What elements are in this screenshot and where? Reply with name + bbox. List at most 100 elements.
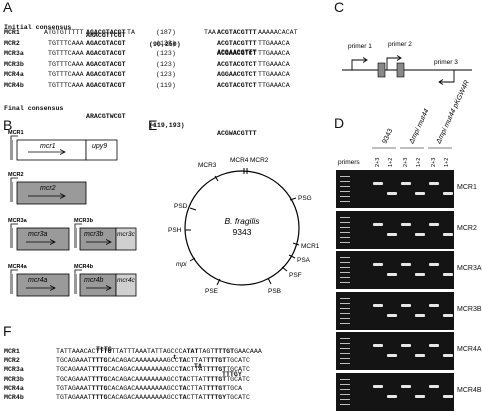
gel-band <box>415 232 425 236</box>
seq-mid: CACAGACAAAAAAAAGCC <box>107 366 179 374</box>
locus-tick-mpi <box>189 257 196 262</box>
seq-left: TGTTTCAAA <box>48 50 84 57</box>
ladder-band <box>340 277 350 278</box>
gene-label-mcr3c: mcr3c <box>117 231 135 238</box>
seq-post: TGCATC <box>226 366 250 374</box>
promoter-sequence: TGTAGAAATTTTGCACAGACAAAAAAAAGCCTACTTATTT… <box>56 394 250 402</box>
seq-tail: TTGAAACA <box>258 39 290 47</box>
seq-tail: TTGAAACA <box>258 50 290 57</box>
gene-mcr3a <box>16 227 70 251</box>
initial-consensus-row: Initial consensus ARACGTTCGT (90,250) AC… <box>4 16 257 65</box>
gene-mcr4a <box>16 273 70 297</box>
seq-tail: TTGAAACA <box>258 71 290 78</box>
gene-upy9 <box>85 139 118 161</box>
panel-a-alignment: Initial consensus ARACGTTCGT (90,250) AC… <box>4 16 329 137</box>
seq-m2: TAT <box>186 348 199 355</box>
locus-label-mcr2: MCR2 <box>250 157 269 164</box>
ladder-band <box>340 388 350 390</box>
locus-tick-pse <box>216 278 221 286</box>
promoter-name: MCR3a <box>4 366 24 374</box>
locus-tick-psb <box>267 277 272 285</box>
ladder-band <box>340 196 350 197</box>
locus-tick-mcr1 <box>292 242 300 246</box>
strain-label-mpi-mut44: Δmpi mut44 <box>408 108 431 146</box>
final-consensus-seq1: ARACGTWCGT <box>86 113 126 121</box>
seq-m2: TA <box>178 366 187 374</box>
ladder-band <box>340 257 350 258</box>
promoter-box-1 <box>377 62 386 78</box>
gel-band <box>387 313 397 317</box>
promoter-name: MCR2 <box>4 357 20 365</box>
seq-m2: TA <box>178 394 187 401</box>
primer-2-label: primer 2 <box>388 41 412 48</box>
ladder-band <box>340 398 350 400</box>
gel-label: MCR1 <box>457 184 477 191</box>
ladder-band <box>340 176 350 177</box>
lane-label: 2+3 <box>375 158 381 167</box>
ladder-band <box>340 186 350 187</box>
seq-m1: TTTG <box>91 384 108 392</box>
ladder-band <box>340 216 350 218</box>
seq-seq2: AGGAACGTCT <box>217 71 257 78</box>
seq-sp: CTTAT <box>186 366 207 374</box>
gene-label-mcr1: mcr1 <box>40 143 56 150</box>
seq-seq2: ACGTACGTTT <box>217 29 257 36</box>
gene-label-mcr4b: mcr4b <box>84 277 104 284</box>
promoter-label-mcr3b: MCR3b <box>74 218 94 224</box>
promoter-box-mcr3b <box>74 228 77 248</box>
seq-left: ATGTGTTTTT <box>44 29 84 36</box>
panel-label-b: B <box>3 117 13 133</box>
promoter-label-mcr3a: MCR3a <box>8 218 28 224</box>
seq-seq2: ACGTACGTTT <box>217 39 257 47</box>
seq-mid: CACAGACAAAAAAAAGCC <box>107 384 179 392</box>
gene-label-mcr3b: mcr3b <box>84 231 104 238</box>
gene-label-mcr2: mcr2 <box>40 185 56 192</box>
seq-len: (119) <box>156 81 176 89</box>
gel-band <box>429 384 439 388</box>
initial-consensus-seq1: ARACGTTCGT <box>86 32 126 40</box>
panel-label-c: C <box>334 0 345 15</box>
seq-seq1: AGACGTACGT <box>86 29 126 36</box>
gene-label-mcr4c: mcr4c <box>117 277 135 284</box>
ladder-band <box>340 322 350 324</box>
seq-pre: TGCAGAAAT <box>56 366 92 374</box>
gel-band <box>373 344 383 347</box>
seq-pre: TGTAGAAAT <box>56 384 92 392</box>
seq-m3: TTTGT <box>214 348 235 355</box>
promoter-box-2 <box>396 62 405 78</box>
seq-m2: TA <box>178 375 187 383</box>
ladder-band <box>340 343 350 344</box>
locus-label-psf: PSF <box>289 272 302 279</box>
lane-label: 2+3 <box>431 158 437 167</box>
seq-m1: TTTG <box>91 357 108 365</box>
seq-len: (123) <box>156 71 176 78</box>
seq-m3: TTTGY <box>206 394 227 401</box>
promoter-label-mcr4a: MCR4a <box>8 264 28 270</box>
motif-header-c: TA <box>194 362 202 370</box>
promoter-label-mcr1: MCR1 <box>8 130 24 136</box>
ladder-band <box>340 201 350 202</box>
seq-left: TGTTTCAAA <box>48 39 84 47</box>
seq-tail: TTGAAACA <box>258 81 290 89</box>
ladder-band <box>340 231 350 233</box>
gel-band <box>443 273 453 276</box>
seq-seq1: AGACGTACGT <box>86 60 126 68</box>
seq-name: MCR4b <box>4 81 24 89</box>
primer-1-arrow-icon <box>351 59 366 70</box>
genome-name: B. fragilis <box>225 216 261 226</box>
gel-band <box>429 344 439 347</box>
panel-b-operons: MCR1 mcr1 upy9 MCR2 mcr2 MCR3a MCR3b mcr… <box>8 130 137 297</box>
gel-image <box>336 332 454 370</box>
panel-label-e: E <box>148 117 158 133</box>
final-consensus-seq2: ACGWACGTTT <box>217 129 257 137</box>
lane-label: 1+2 <box>388 158 394 167</box>
panel-d-header: 9343 Δmpi mut44 Δmpi mut44 pKGW4R primer… <box>338 79 471 167</box>
seq-seq2: ACGTACGTCT <box>217 60 257 68</box>
promoter-name: MCR4b <box>4 394 24 401</box>
gel-band <box>429 222 439 226</box>
primers-label: primers <box>338 159 360 166</box>
gel-band <box>373 263 383 266</box>
primer-1-label: primer 1 <box>348 43 372 50</box>
motif-header-b: t <box>173 354 177 362</box>
